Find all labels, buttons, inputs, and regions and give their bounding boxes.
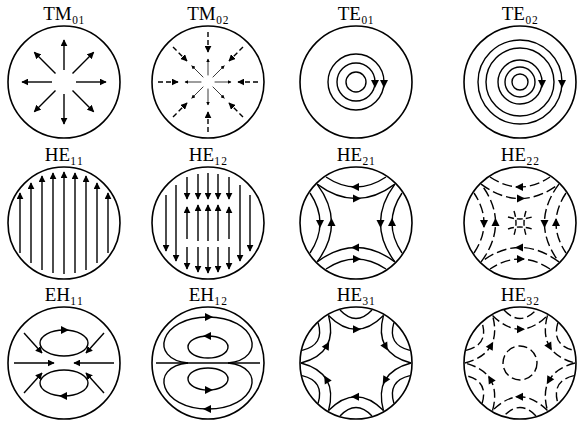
- mode-label: TM₀₂: [187, 4, 229, 24]
- mode-label: TE₀₁: [338, 4, 374, 24]
- mode-label: TM₀₁: [43, 4, 85, 24]
- mode-label: TE₀₂: [502, 4, 538, 24]
- mode-label: HE₂₂: [501, 145, 540, 165]
- mode-label: HE₁₂: [189, 145, 228, 165]
- mode-label: HE₁₁: [45, 145, 84, 165]
- mode-label: EH₁₁: [45, 285, 84, 305]
- mode-label: HE₃₁: [337, 285, 376, 305]
- mode-label: EH₁₂: [189, 285, 228, 305]
- mode-label: HE₂₁: [337, 145, 376, 165]
- mode-label: HE₃₂: [501, 285, 540, 305]
